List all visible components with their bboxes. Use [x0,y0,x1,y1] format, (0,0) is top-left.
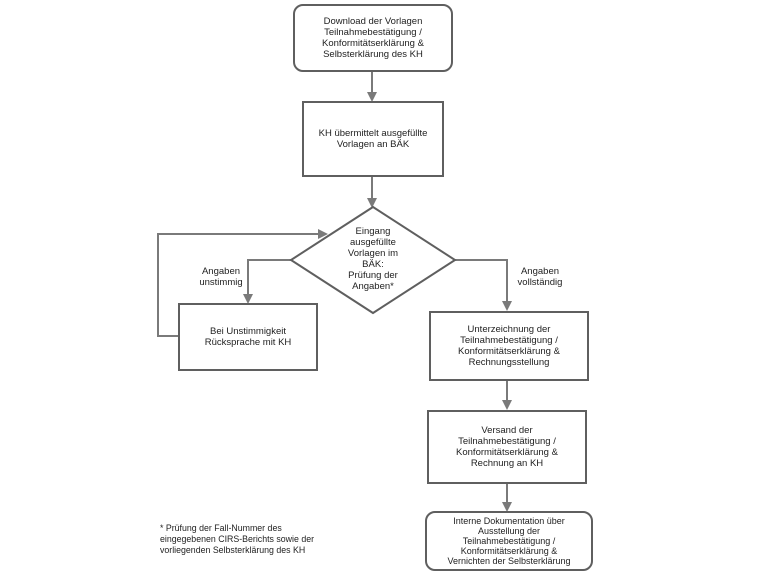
decision-diamond [289,205,457,315]
node-submit-templates: KH übermittelt ausgefüllte Vorlagen an B… [302,101,444,177]
edge-decision-to-query [243,259,291,304]
edge-label-inconsistent: Angaben unstimmig [199,266,243,289]
node-query-inconsistency: Bei Unstimmigkeit Rücksprache mit KH [178,303,318,371]
node-download-templates: Download der Vorlagen Teilnahmebestätigu… [293,4,453,72]
edge-decision-to-sign [455,259,512,311]
edge-label-complete: Angaben vollständig [517,266,563,289]
node-send-confirmation: Versand der Teilnahmebestätigung / Konfo… [427,410,587,484]
node-sign-confirmation: Unterzeichnung der Teilnahmebestätigung … [429,311,589,381]
edge-query-loop-back [157,229,328,337]
node-internal-documentation: Interne Dokumentation über Ausstellung d… [425,511,593,571]
node-decision-label: Eingang ausgefüllte Vorlagen im BÄK: Prü… [347,226,399,292]
footnote: * Prüfung der Fall-Nummer des eingegeben… [160,523,315,555]
